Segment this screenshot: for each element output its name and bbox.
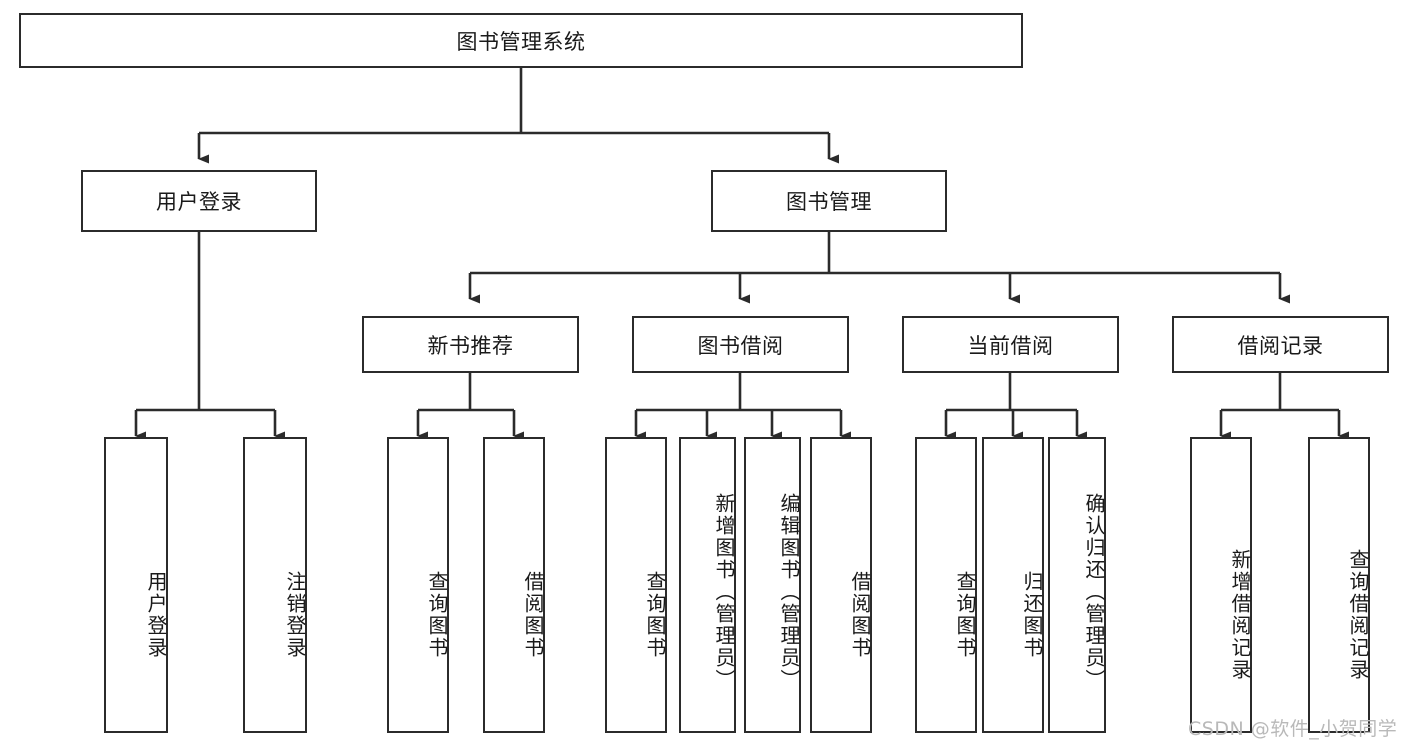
leaf-node-8-label: 查询图书: [953, 571, 977, 659]
level3-node-2: 当前借阅: [902, 316, 1119, 373]
level3-node-1: 图书借阅: [632, 316, 849, 373]
leaf-node-5: 新增图书（管理员）: [679, 437, 736, 733]
leaf-node-1: 注销登录: [243, 437, 307, 733]
level2-node-0: 用户登录: [81, 170, 317, 232]
level3-node-2-label: 当前借阅: [967, 333, 1054, 358]
leaf-node-9-label: 归还图书: [1020, 571, 1044, 659]
root-node-tushu-guanli-xitong-label: 图书管理系统: [456, 29, 586, 54]
leaf-node-1-label: 注销登录: [283, 571, 307, 659]
level3-node-3: 借阅记录: [1172, 316, 1389, 373]
leaf-node-9: 归还图书: [982, 437, 1044, 733]
leaf-node-7-label: 借阅图书: [848, 571, 872, 659]
leaf-node-2-label: 查询图书: [425, 571, 449, 659]
leaf-node-12-label: 查询借阅记录: [1346, 549, 1370, 681]
root-node-tushu-guanli-xitong: 图书管理系统: [19, 13, 1023, 68]
leaf-node-6: 编辑图书（管理员）: [744, 437, 801, 733]
leaf-node-5-label: 新增图书（管理员）: [712, 493, 736, 691]
level3-node-1-label: 图书借阅: [697, 333, 784, 358]
leaf-node-11: 新增借阅记录: [1190, 437, 1252, 733]
level3-node-0-label: 新书推荐: [427, 333, 514, 358]
level3-node-3-label: 借阅记录: [1237, 333, 1324, 358]
leaf-node-10: 确认归还（管理员）: [1048, 437, 1106, 733]
level2-node-1-label: 图书管理: [786, 190, 872, 214]
leaf-node-3: 借阅图书: [483, 437, 545, 733]
leaf-node-6-label: 编辑图书（管理员）: [777, 493, 801, 691]
level3-node-0: 新书推荐: [362, 316, 579, 373]
leaf-node-4: 查询图书: [605, 437, 667, 733]
leaf-node-8: 查询图书: [915, 437, 977, 733]
level2-node-0-label: 用户登录: [156, 190, 242, 214]
level2-node-1: 图书管理: [711, 170, 947, 232]
leaf-node-4-label: 查询图书: [643, 571, 667, 659]
leaf-node-12: 查询借阅记录: [1308, 437, 1370, 733]
leaf-node-2: 查询图书: [387, 437, 449, 733]
csdn-watermark: CSDN @软件_小贺同学: [1188, 718, 1398, 740]
leaf-node-10-label: 确认归还（管理员）: [1082, 493, 1106, 691]
leaf-node-7: 借阅图书: [810, 437, 872, 733]
leaf-node-0-label: 用户登录: [144, 571, 168, 659]
leaf-node-0: 用户登录: [104, 437, 168, 733]
leaf-node-11-label: 新增借阅记录: [1228, 549, 1252, 681]
leaf-node-3-label: 借阅图书: [521, 571, 545, 659]
